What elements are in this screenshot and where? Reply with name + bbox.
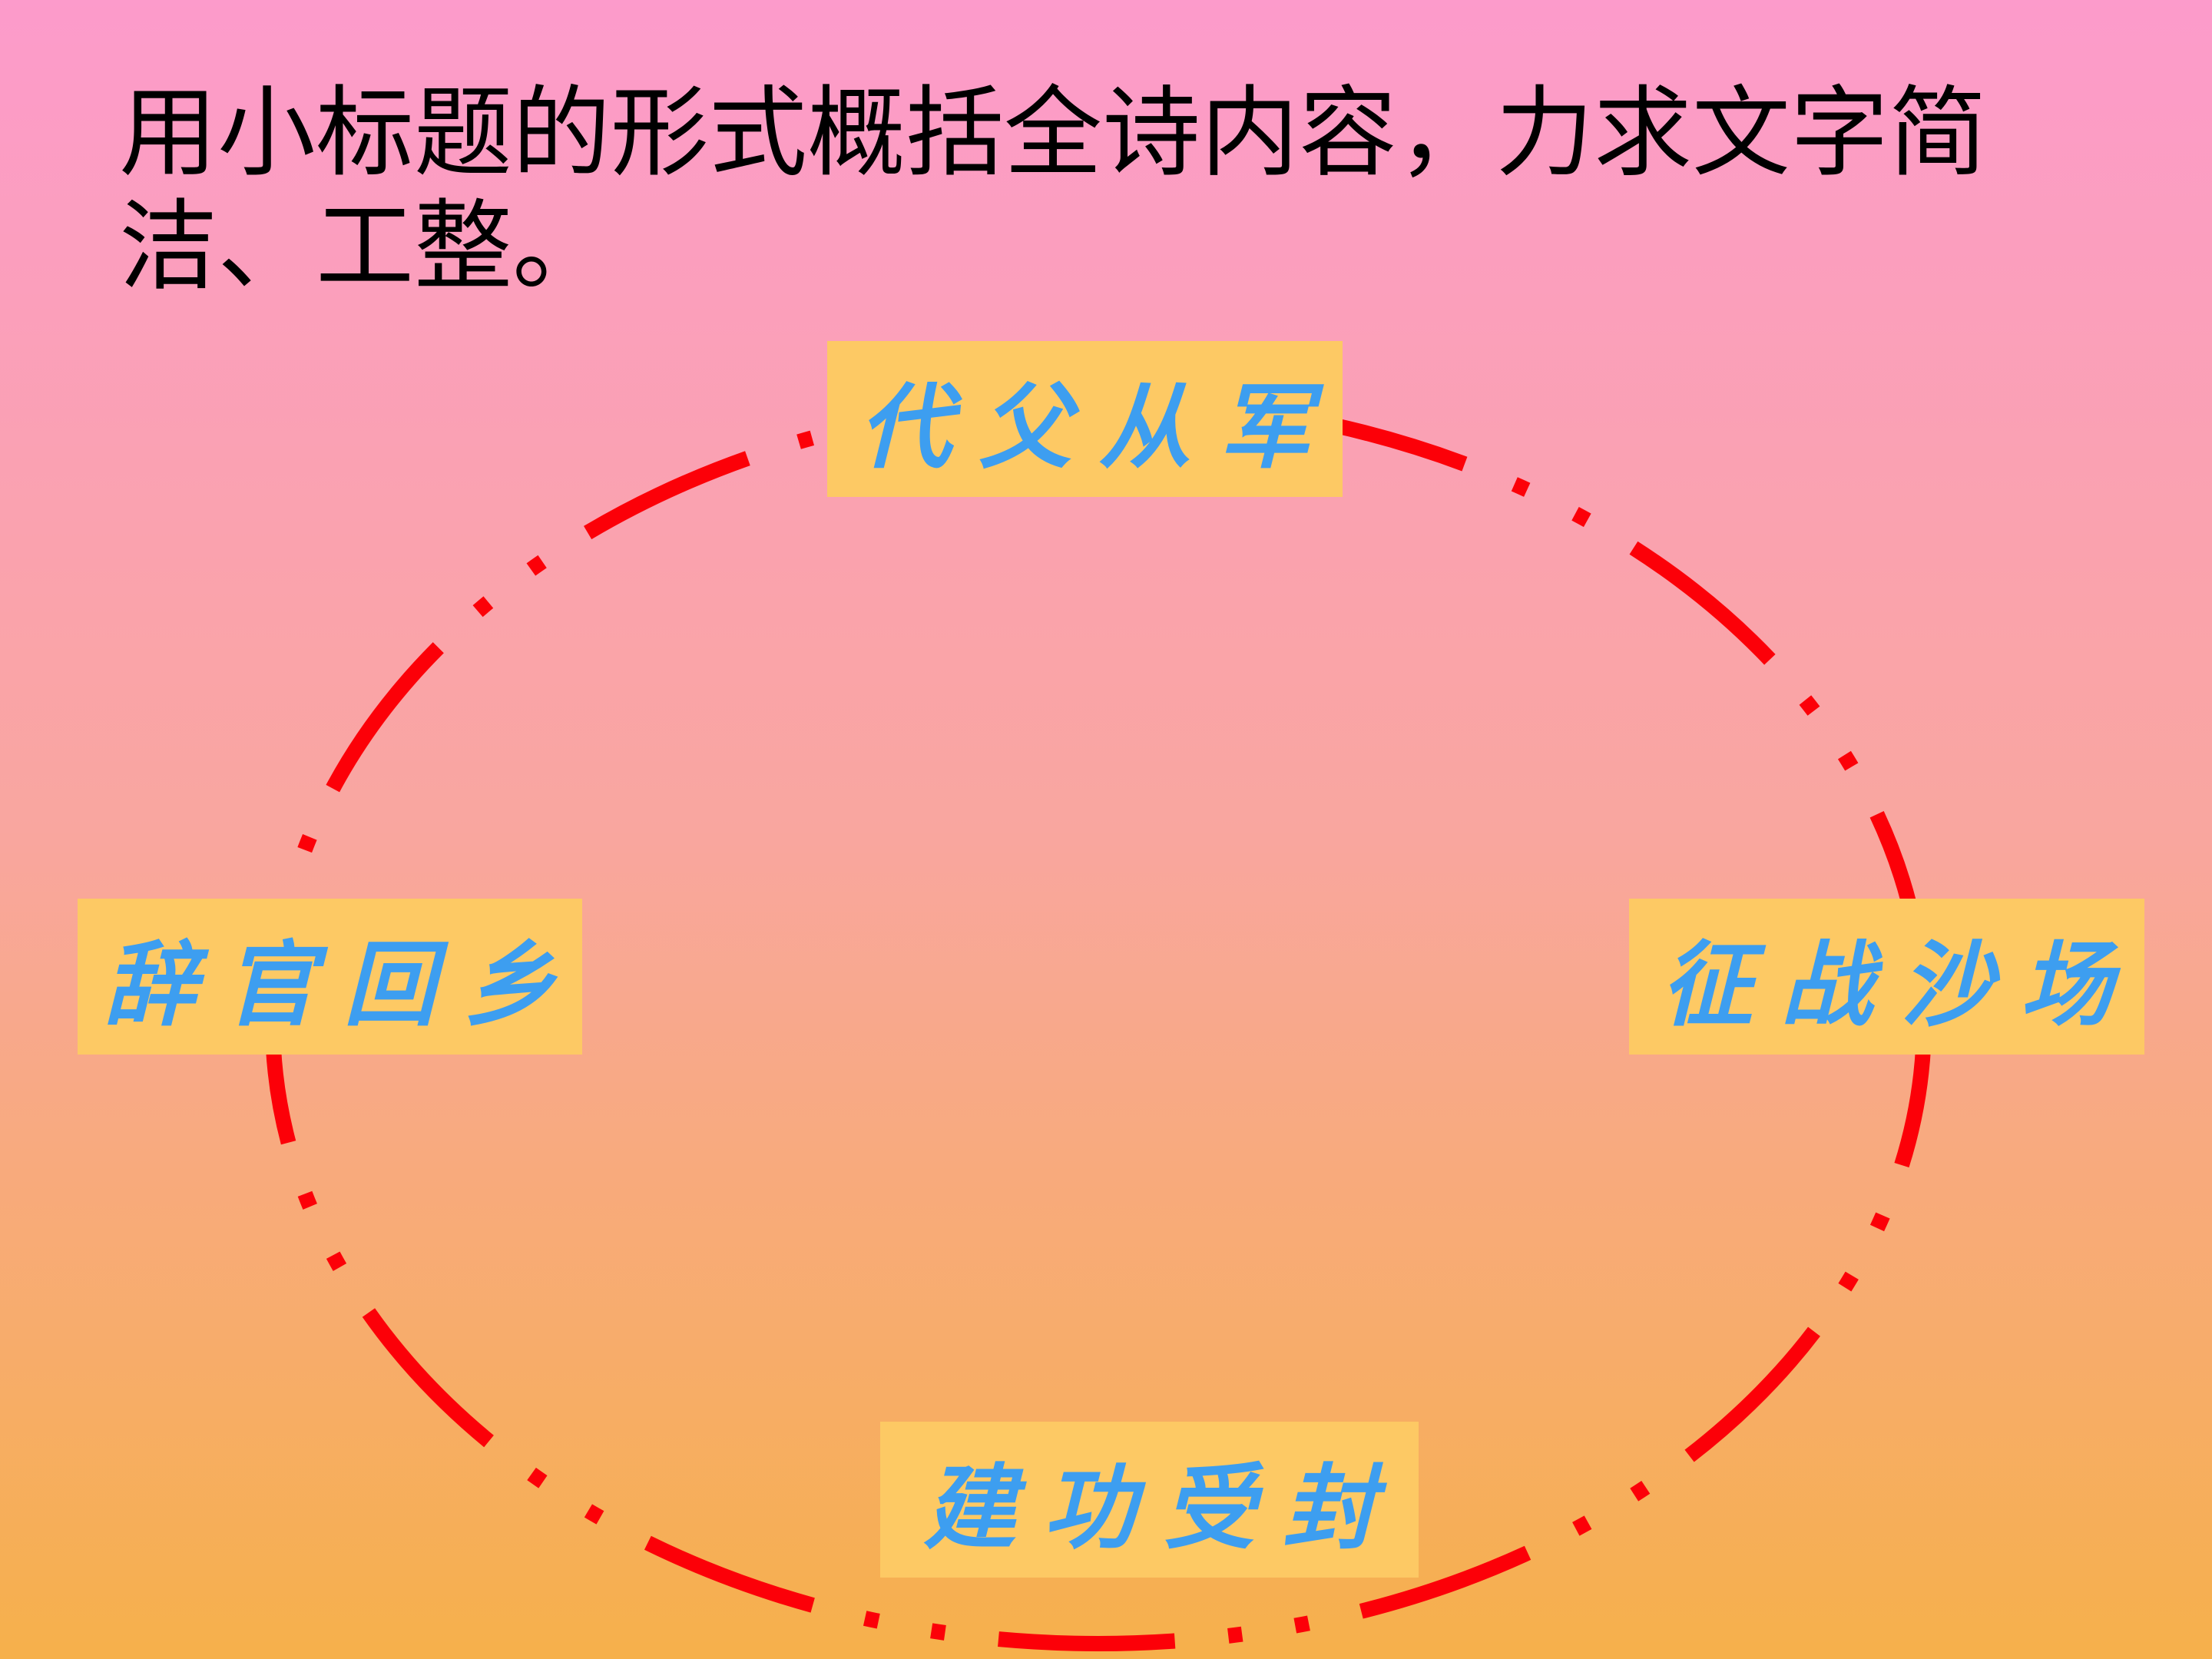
stage-box-right: 征战沙场	[1629, 899, 2144, 1055]
stage-box-left: 辞官回乡	[78, 899, 582, 1055]
stage-label-top: 代父从军	[859, 374, 1339, 482]
stage-label-bottom: 建功受封	[923, 1455, 1403, 1562]
slide-title: 用小标题的形式概括全诗内容，力求文字简洁、工整。	[119, 76, 1988, 304]
stage-box-top: 代父从军	[827, 341, 1343, 497]
stage-label-right: 征战沙场	[1661, 932, 2141, 1039]
stage-label-left: 辞官回乡	[104, 932, 584, 1039]
stage-box-bottom: 建功受封	[880, 1422, 1419, 1578]
